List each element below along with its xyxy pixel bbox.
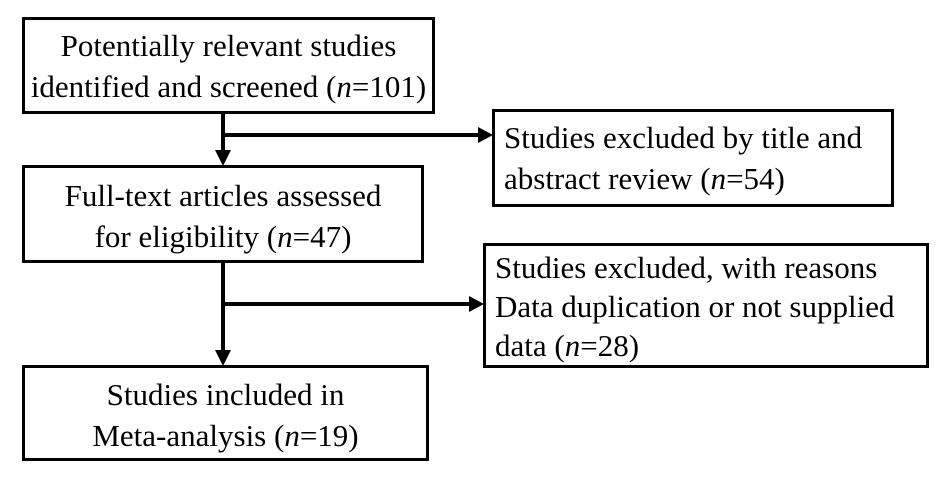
- arrowhead-identified-to-fulltext-icon: [215, 150, 231, 166]
- box-text-line: Meta-analysis (n=19): [92, 418, 359, 453]
- arrowhead-identified-to-excluded-title-icon: [478, 127, 493, 143]
- box-text-line: identified and screened (n=101): [30, 69, 427, 104]
- box-text-line: Potentially relevant studies: [60, 28, 397, 63]
- box-text-line: abstract review (n=54): [504, 161, 785, 196]
- arrowhead-fulltext-to-excluded-reasons-icon: [469, 296, 484, 312]
- box-text-line: Studies excluded by title and: [504, 120, 863, 155]
- box-text-line: data (n=28): [495, 328, 640, 363]
- arrowhead-fulltext-to-included-icon: [215, 350, 231, 366]
- box-identified-screened: Potentially relevant studies identified a…: [22, 17, 435, 114]
- box-text-line: Studies included in: [106, 377, 345, 412]
- box-text-line: for eligibility (n=47): [94, 219, 352, 254]
- box-text-line: Full-text articles assessed: [64, 178, 382, 213]
- box-included-meta-analysis: Studies included in Meta-analysis (n=19): [22, 365, 429, 461]
- box-excluded-title-abstract: Studies excluded by title and abstract re…: [492, 109, 894, 207]
- box-text-line: Studies excluded, with reasons: [495, 250, 878, 285]
- box-text-line: Data duplication or not supplied: [495, 289, 895, 324]
- box-fulltext-assessed: Full-text articles assessed for eligibili…: [22, 165, 424, 263]
